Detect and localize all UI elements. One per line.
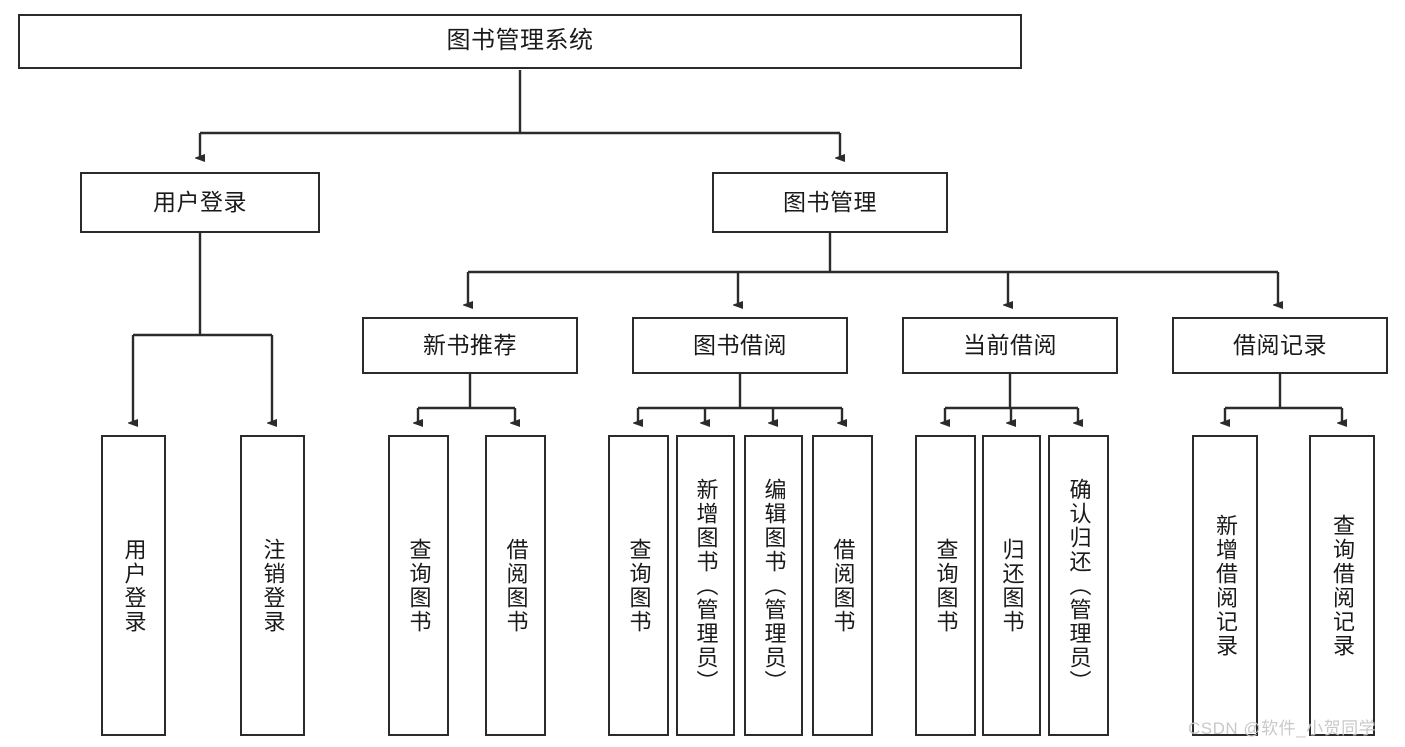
node-book-borrow-label: 图书借阅: [693, 331, 787, 358]
node-leaf-label: 用户登录: [121, 537, 147, 634]
node-leaf-book-borrow-add[interactable]: 新增图书（管理员）: [676, 435, 735, 736]
node-user-login[interactable]: 用户登录: [80, 172, 320, 233]
node-leaf-label: 编辑图书（管理员）: [761, 477, 787, 694]
node-book-borrow[interactable]: 图书借阅: [632, 317, 848, 374]
node-borrow-record-label: 借阅记录: [1233, 331, 1327, 358]
node-leaf-user-login-logout[interactable]: 注销登录: [240, 435, 305, 736]
node-leaf-label: 借阅图书: [503, 537, 529, 634]
node-leaf-label: 新增借阅记录: [1212, 513, 1238, 658]
node-leaf-label: 注销登录: [260, 537, 286, 634]
node-new-book-recommend-label: 新书推荐: [423, 331, 517, 358]
node-leaf-label: 归还图书: [999, 537, 1025, 634]
node-root-label: 图书管理系统: [446, 27, 594, 55]
node-user-login-label: 用户登录: [153, 188, 247, 215]
node-leaf-new-book-query[interactable]: 查询图书: [388, 435, 449, 736]
node-leaf-current-borrow-return[interactable]: 归还图书: [982, 435, 1041, 736]
node-current-borrow[interactable]: 当前借阅: [902, 317, 1118, 374]
node-root[interactable]: 图书管理系统: [18, 14, 1022, 69]
node-leaf-label: 查询借阅记录: [1329, 513, 1355, 658]
node-leaf-label: 查询图书: [626, 537, 652, 634]
node-leaf-label: 借阅图书: [830, 537, 856, 634]
node-leaf-label: 确认归还（管理员）: [1066, 477, 1092, 694]
node-leaf-book-borrow-query[interactable]: 查询图书: [608, 435, 669, 736]
node-leaf-book-borrow-edit[interactable]: 编辑图书（管理员）: [744, 435, 803, 736]
node-leaf-borrow-record-add[interactable]: 新增借阅记录: [1192, 435, 1258, 736]
node-leaf-current-borrow-query[interactable]: 查询图书: [915, 435, 976, 736]
node-leaf-label: 查询图书: [406, 537, 432, 634]
node-leaf-new-book-borrow[interactable]: 借阅图书: [485, 435, 546, 736]
node-leaf-borrow-record-query[interactable]: 查询借阅记录: [1309, 435, 1375, 736]
node-leaf-label: 新增图书（管理员）: [693, 477, 719, 694]
node-leaf-book-borrow-borrow[interactable]: 借阅图书: [812, 435, 873, 736]
node-leaf-label: 查询图书: [933, 537, 959, 634]
node-current-borrow-label: 当前借阅: [963, 331, 1057, 358]
node-leaf-current-borrow-confirm[interactable]: 确认归还（管理员）: [1048, 435, 1109, 736]
node-new-book-recommend[interactable]: 新书推荐: [362, 317, 578, 374]
node-leaf-user-login-login[interactable]: 用户登录: [101, 435, 166, 736]
node-book-manage-label: 图书管理: [783, 188, 877, 215]
node-book-manage[interactable]: 图书管理: [712, 172, 948, 233]
node-borrow-record[interactable]: 借阅记录: [1172, 317, 1388, 374]
